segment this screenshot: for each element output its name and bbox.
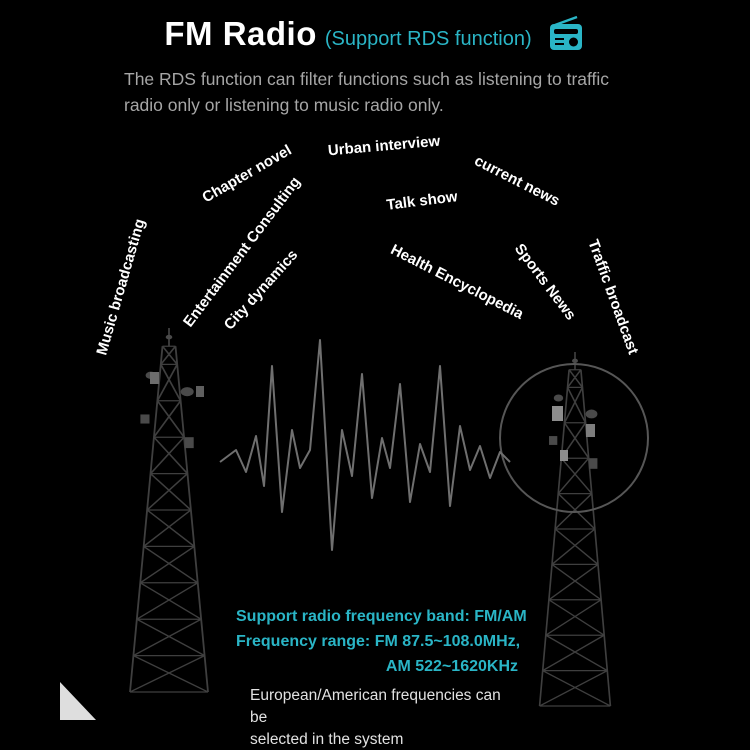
spec-am-range: AM 522~1620KHz — [385, 658, 518, 675]
page-title: FM Radio — [164, 15, 317, 52]
spec-note-line: selected in the system — [250, 731, 404, 748]
signal-circle — [499, 363, 649, 513]
page-fold — [60, 682, 96, 720]
antenna-dish-icon — [150, 372, 159, 384]
description-line: The RDS function can filter functions su… — [124, 69, 610, 89]
spec-note: European/American frequencies can be sel… — [236, 685, 518, 750]
right-tower — [499, 351, 649, 707]
radio-icon — [549, 15, 582, 50]
waveform — [219, 339, 511, 551]
antenna-dish-icon — [560, 450, 568, 461]
spec-fm-range: Frequency range: FM 87.5~108.0MHz, — [236, 633, 521, 650]
antenna-dish-icon — [586, 424, 595, 437]
antenna-dish-icon — [552, 406, 563, 421]
antenna-dish-icon — [196, 386, 204, 397]
title-group: FM Radio (Support RDS function) — [164, 15, 531, 53]
spec-band: Support radio frequency band: FM/AM — [236, 608, 527, 625]
description-line: radio only or listening to music radio o… — [124, 95, 444, 116]
frequency-specs: Support radio frequency band: FM/AM Freq… — [236, 604, 527, 750]
header: FM Radio (Support RDS function) — [0, 14, 750, 54]
spec-note-line: European/American frequencies can be — [250, 687, 501, 726]
description: The RDS function can filter functions su… — [124, 66, 664, 119]
left-tower — [129, 327, 209, 693]
page-subtitle: (Support RDS function) — [324, 28, 532, 50]
